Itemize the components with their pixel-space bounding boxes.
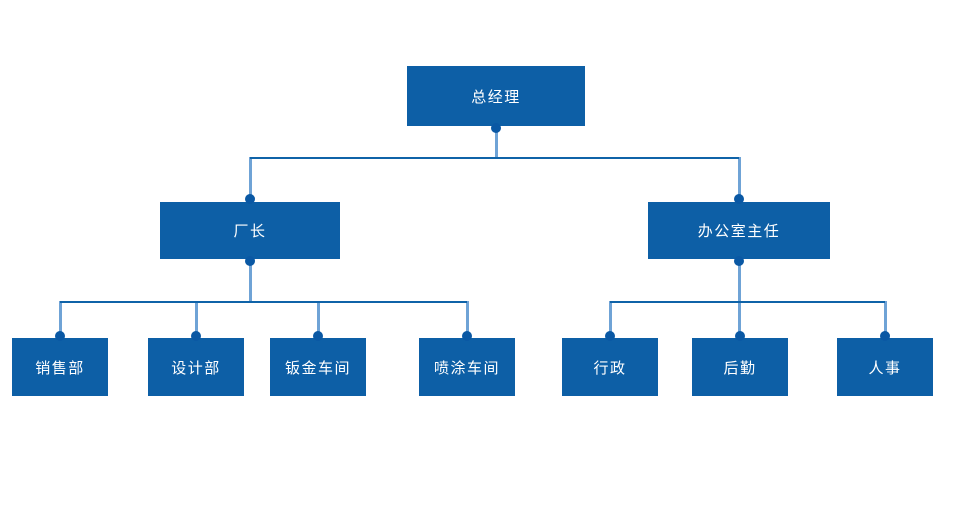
connector-vline-factory-director-down <box>248 259 252 303</box>
node-design-dept[interactable]: 设计部 <box>148 338 244 396</box>
connector-dot <box>491 123 501 133</box>
node-label: 销售部 <box>35 359 85 377</box>
connector-vline-sheet-metal-workshop-up <box>316 301 320 336</box>
connector-dot <box>245 194 255 204</box>
node-office-director[interactable]: 办公室主任 <box>648 202 830 259</box>
node-label: 后勤 <box>723 359 757 377</box>
node-paint-workshop[interactable]: 喷涂车间 <box>419 338 515 396</box>
node-logistics[interactable]: 后勤 <box>692 338 788 396</box>
connector-dot <box>245 256 255 266</box>
connector-dot <box>191 331 201 341</box>
connector-vline-hr-up <box>883 301 887 336</box>
connector-dot <box>313 331 323 341</box>
connector-dot <box>462 331 472 341</box>
connector-dot <box>735 331 745 341</box>
connector-vline-logistics-up <box>737 301 741 336</box>
node-label: 人事 <box>868 359 902 377</box>
connector-hline-office-children <box>610 301 885 303</box>
node-hr[interactable]: 人事 <box>837 338 933 396</box>
connector-dot <box>880 331 890 341</box>
node-sales-dept[interactable]: 销售部 <box>12 338 108 396</box>
connector-vline-sales-dept-up <box>58 301 62 336</box>
node-label: 总经理 <box>471 88 521 106</box>
node-label: 厂长 <box>233 223 267 240</box>
node-label: 设计部 <box>171 359 221 377</box>
node-label: 钣金车间 <box>284 359 351 377</box>
connector-dot <box>605 331 615 341</box>
node-administration[interactable]: 行政 <box>562 338 658 396</box>
connector-vline-factory-director-up <box>248 157 252 201</box>
node-sheet-metal-workshop[interactable]: 钣金车间 <box>270 338 366 396</box>
node-general-manager[interactable]: 总经理 <box>407 66 585 126</box>
connector-hline-level1 <box>250 157 739 159</box>
node-label: 办公室主任 <box>697 223 781 240</box>
node-label: 喷涂车间 <box>433 359 500 377</box>
connector-dot <box>734 256 744 266</box>
connector-vline-paint-workshop-up <box>465 301 469 336</box>
connector-vline-design-dept-up <box>194 301 198 336</box>
connector-vline-administration-up <box>608 301 612 336</box>
node-label: 行政 <box>593 359 627 377</box>
connector-dot <box>55 331 65 341</box>
node-factory-director[interactable]: 厂长 <box>160 202 340 259</box>
connector-vline-office-director-up <box>737 157 741 201</box>
connector-vline-root-down <box>494 126 498 159</box>
connector-dot <box>734 194 744 204</box>
connector-vline-office-director-down <box>737 259 741 303</box>
connector-hline-factory-children <box>60 301 467 303</box>
